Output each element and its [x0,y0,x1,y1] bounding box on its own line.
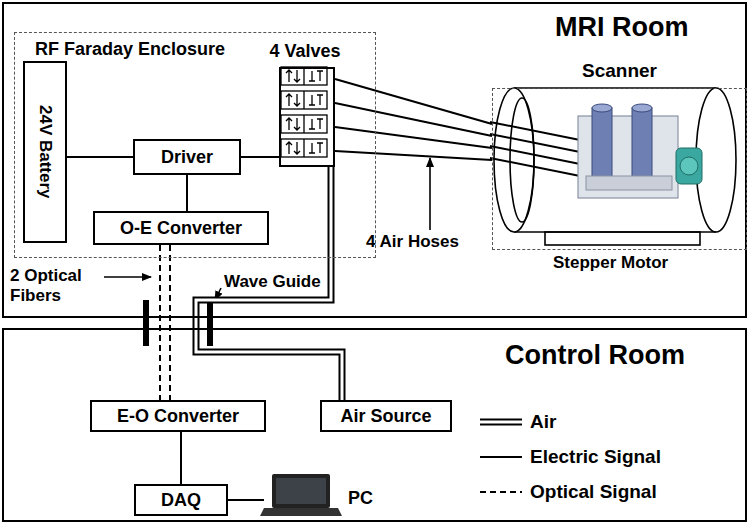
legend-row: Electric Signal [478,439,661,474]
hose-inside [490,122,580,176]
wave-guide-bar [143,300,149,346]
legend-row: Air [478,404,661,439]
signal-wire [241,156,279,158]
faraday-enclosure: RF Faraday Enclosure 24V Battery DriverO-E… [14,32,376,258]
region-heading: 4 Valves [265,41,345,62]
wave-guide-bar [207,300,213,346]
legend-sample [478,484,526,500]
legend-text: Optical Signal [530,481,657,503]
valve-bank: 4 Valves [265,41,345,167]
box-label: Air Source [340,406,431,427]
legend-text: Air [530,411,556,433]
region-heading: RF Faraday Enclosure [35,39,225,60]
signal-wire [67,156,133,158]
process-box: DAQ [134,484,228,516]
process-box: Air Source [320,400,452,432]
box-label: Driver [161,147,213,168]
signal-wire [228,499,264,501]
air-line [196,167,342,400]
part-label: 4 Air Hoses [366,232,459,252]
legend-sample [478,414,526,430]
box-label: O-E Converter [120,218,242,239]
laptop-icon [260,474,342,516]
signal-wire [186,175,188,211]
part-label: Stepper Motor [553,253,668,273]
box-label: 24V Battery [35,105,55,199]
legend-text: Electric Signal [530,446,661,468]
scanner-region: Scanner [492,60,747,250]
box-label: PC [348,488,373,509]
stepper-motor-drawing [578,104,702,198]
process-box: Driver [133,139,241,175]
box-label: E-O Converter [117,406,239,427]
scanner-frame [492,88,747,250]
legend-sample [478,449,526,465]
part-label: 2 Optical Fibers [10,266,106,305]
battery-box: 24V Battery [23,61,67,243]
legend-row: Optical Signal [478,474,661,509]
process-box: E-O Converter [90,400,266,432]
valve-box [279,67,335,167]
signal-wire [180,432,182,484]
process-box: O-E Converter [93,211,269,245]
region-heading: Scanner [492,60,747,82]
box-label: DAQ [161,490,201,511]
computer-node: PC [264,474,374,522]
region-heading: MRI Room [555,12,688,43]
part-label: Wave Guide [224,272,321,292]
region-heading: Control Room [505,340,685,371]
air-line-core [196,167,342,400]
optical-fiber [160,245,170,400]
legend: AirElectric SignalOptical Signal [478,404,661,509]
valve-symbols [281,67,327,157]
air-hose [335,79,492,160]
